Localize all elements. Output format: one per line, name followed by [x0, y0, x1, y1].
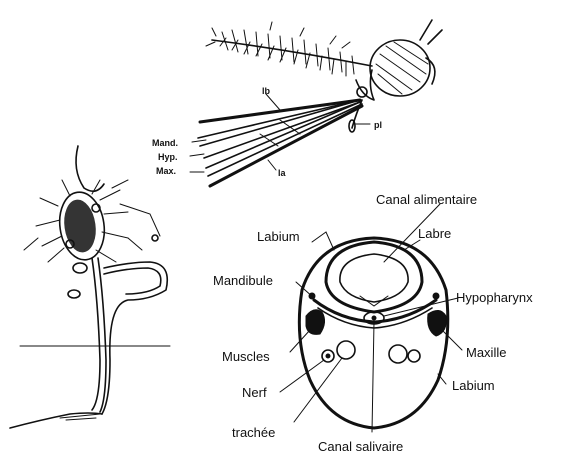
label-hyp: Hyp. [158, 152, 178, 162]
label-maxille: Maxille [466, 345, 506, 360]
label-pl: pl [374, 120, 382, 130]
label-labium-bottom: Labium [452, 378, 495, 393]
nerf-pointer [280, 360, 324, 392]
labium-top-pointer [312, 232, 334, 250]
label-max: Max. [156, 166, 176, 176]
label-mand: Mand. [152, 138, 178, 148]
hyp-pointer [190, 154, 204, 156]
mosquito-head-figure: lb pl Mand. Hyp. Max. la [152, 20, 442, 186]
label-mandibule: Mandibule [213, 273, 273, 288]
duct-right [102, 262, 167, 414]
label-lb: lb [262, 86, 271, 96]
trachea-left [337, 341, 355, 359]
label-trachee: trachée [232, 425, 275, 440]
nerve-right [408, 350, 420, 362]
cross-section-figure: Canal alimentaire Labium Labre Mandibule… [213, 192, 533, 454]
head-capsule [356, 20, 442, 100]
label-canal-alimentaire: Canal alimentaire [376, 192, 477, 207]
antenna [206, 22, 372, 76]
label-labre: Labre [418, 226, 451, 241]
label-hypopharynx: Hypopharynx [456, 290, 533, 305]
trachea-right [389, 345, 407, 363]
label-labium-top: Labium [257, 229, 300, 244]
salivary-gland-figure [10, 146, 170, 428]
mand-pointer [192, 140, 206, 142]
label-muscles: Muscles [222, 349, 270, 364]
lb-pointer [266, 94, 280, 110]
label-canal-salivaire: Canal salivaire [318, 439, 403, 454]
duct-left [92, 258, 100, 410]
label-nerf: Nerf [242, 385, 267, 400]
la-pointer [268, 160, 276, 170]
alimentary-canal [340, 254, 408, 302]
salivary-canal-pointer [372, 322, 374, 432]
label-la: la [278, 168, 287, 178]
